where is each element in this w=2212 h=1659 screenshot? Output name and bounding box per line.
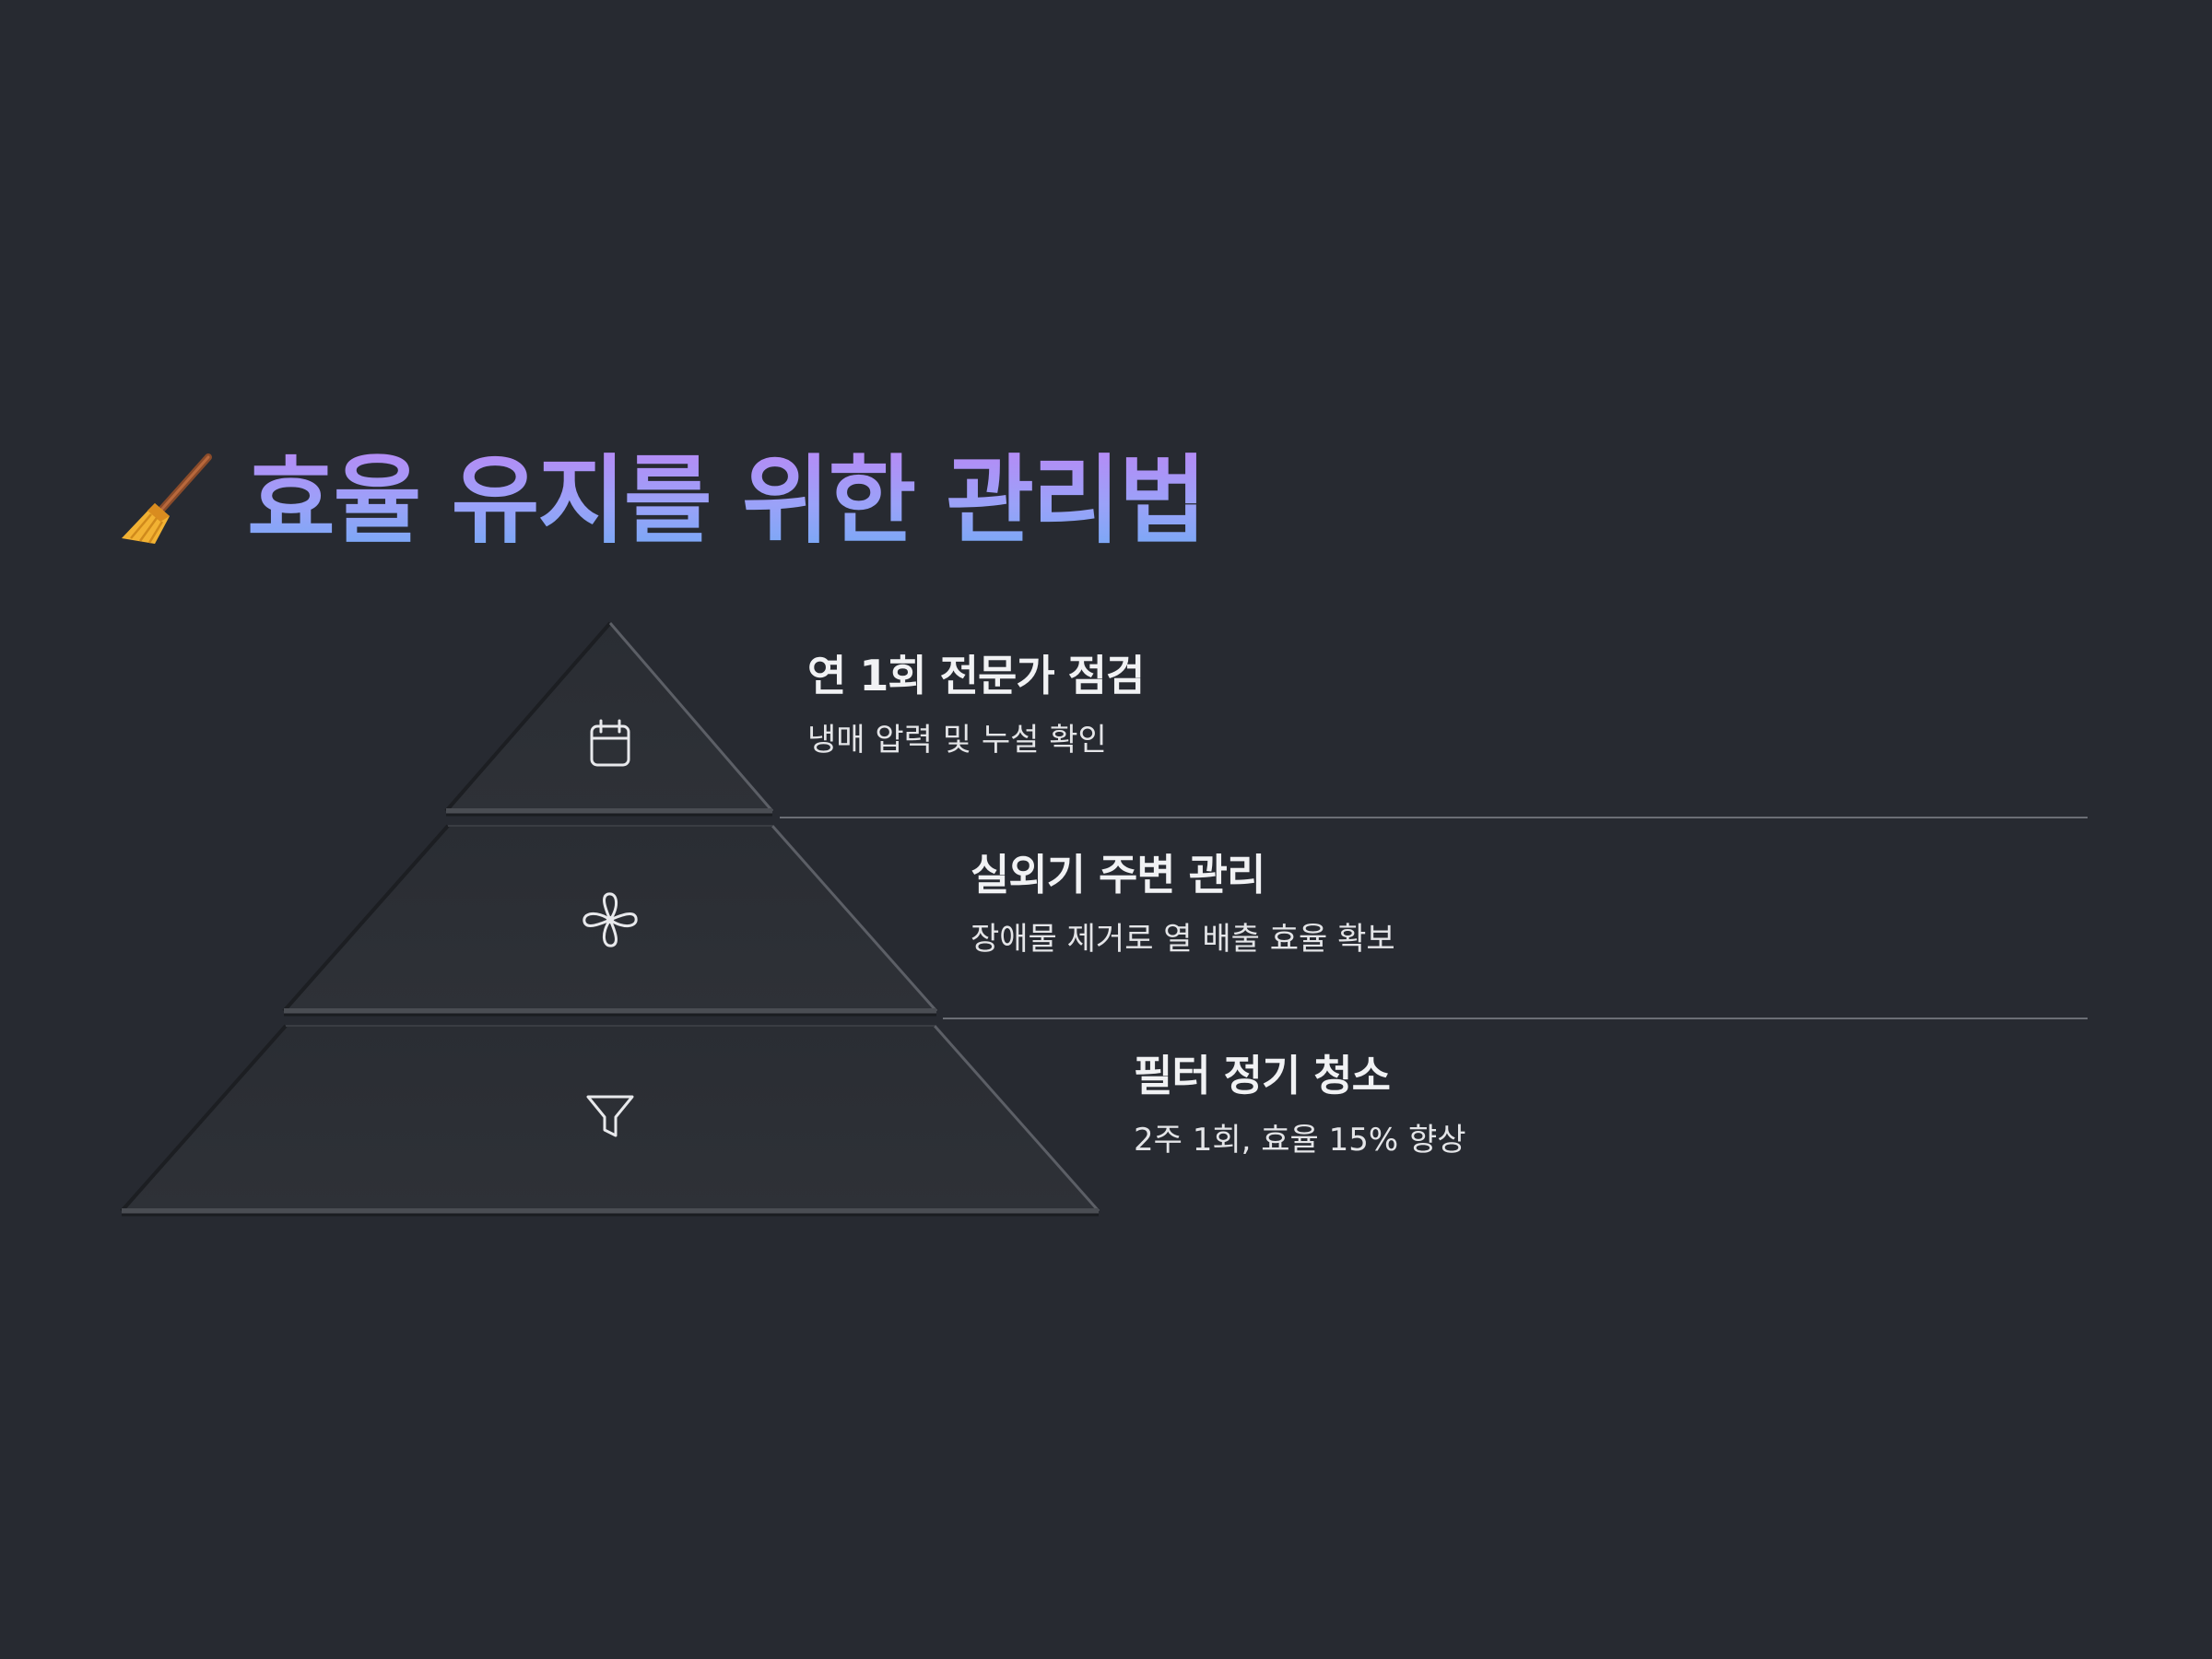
- level-3-description: 2주 1회, 효율 15% 향상: [1134, 1122, 1466, 1159]
- level-1-text: 연 1회 전문가 점검 냉매 압력 및 누설 확인: [807, 651, 1144, 759]
- level-1-description: 냉매 압력 및 누설 확인: [807, 722, 1144, 759]
- pyramid-level-3: [122, 1026, 1099, 1215]
- level-2-title: 실외기 주변 관리: [971, 850, 1395, 900]
- level-2-text: 실외기 주변 관리 장애물 제거로 열 배출 효율 확보: [971, 850, 1395, 959]
- pyramid-level-1: [446, 623, 772, 815]
- level-1-title: 연 1회 전문가 점검: [807, 651, 1144, 701]
- level-2-description: 장애물 제거로 열 배출 효율 확보: [971, 921, 1395, 959]
- level-3-text: 필터 정기 청소 2주 1회, 효율 15% 향상: [1134, 1051, 1466, 1159]
- level-3-title: 필터 정기 청소: [1134, 1051, 1466, 1101]
